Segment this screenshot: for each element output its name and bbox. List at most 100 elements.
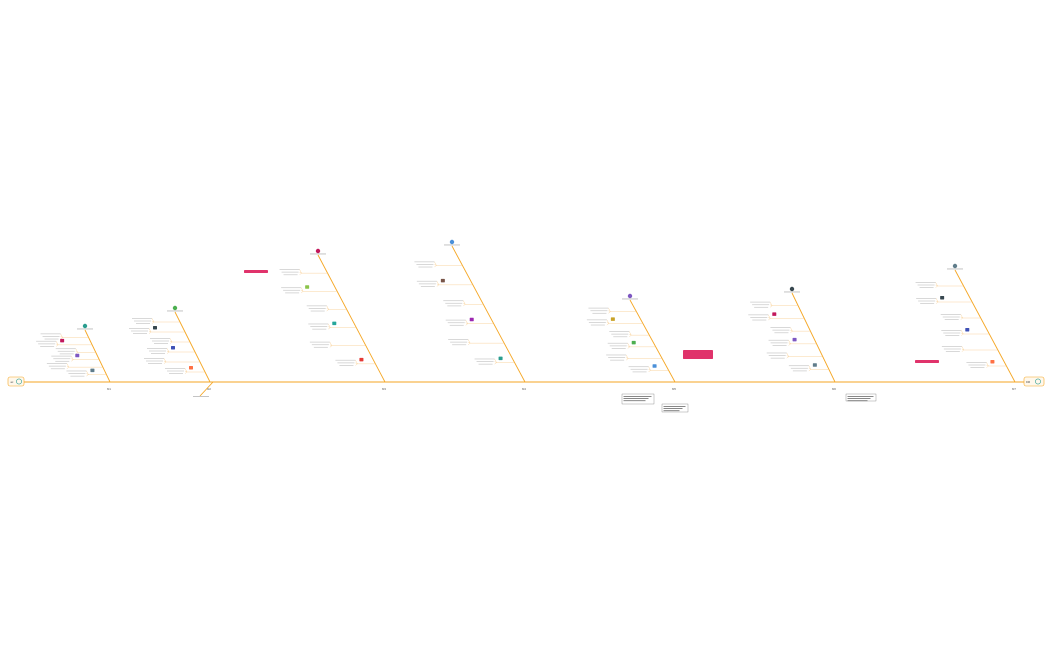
branch-title-bar[interactable] (784, 291, 800, 293)
node-label-bar[interactable] (283, 289, 301, 291)
node-label-bar[interactable] (151, 353, 165, 354)
node-label-bar[interactable] (165, 368, 185, 369)
node-label-bar[interactable] (941, 346, 962, 347)
node-label-bar[interactable] (51, 355, 72, 357)
node-label-bar[interactable] (774, 332, 789, 334)
node-label-bar[interactable] (448, 339, 469, 340)
note-box[interactable] (845, 393, 877, 402)
node-label-bar[interactable] (590, 310, 608, 312)
node-label-bar[interactable] (309, 341, 330, 343)
node-label-bar[interactable] (281, 271, 299, 273)
node-label-bar[interactable] (150, 338, 170, 339)
highlight-callout[interactable] (915, 360, 939, 363)
node-label-bar[interactable] (474, 358, 495, 360)
node-label-bar[interactable] (450, 341, 468, 343)
node-label-bar[interactable] (285, 292, 300, 294)
node-label-bar[interactable] (152, 340, 169, 342)
node-label-bar[interactable] (754, 306, 769, 308)
node-label-bar[interactable] (772, 329, 790, 331)
node-label-bar[interactable] (611, 333, 629, 335)
node-label-bar[interactable] (918, 300, 936, 302)
branch-title-bar[interactable] (77, 328, 93, 330)
node-label-bar[interactable] (169, 373, 183, 374)
node-label-bar[interactable] (40, 346, 55, 347)
node-label-bar[interactable] (416, 280, 437, 282)
branch-title-bar[interactable] (310, 253, 326, 255)
node-label-bar[interactable] (193, 396, 209, 397)
node-label-bar[interactable] (308, 308, 326, 309)
node-label-bar[interactable] (306, 305, 327, 307)
node-label-bar[interactable] (66, 370, 87, 372)
node-label-bar[interactable] (609, 331, 630, 332)
highlight-callout[interactable] (244, 270, 268, 273)
node-label-bar[interactable] (788, 365, 809, 367)
node-label-bar[interactable] (748, 314, 769, 316)
node-label-bar[interactable] (36, 340, 57, 342)
node-label-bar[interactable] (55, 360, 70, 362)
node-label-bar[interactable] (917, 284, 935, 286)
node-label-bar[interactable] (920, 303, 935, 304)
node-label-bar[interactable] (609, 345, 627, 347)
note-box[interactable] (621, 393, 655, 405)
highlight-callout[interactable] (683, 350, 713, 359)
node-label-bar[interactable] (339, 365, 354, 366)
node-label-bar[interactable] (48, 365, 66, 367)
node-label-bar[interactable] (146, 360, 163, 362)
node-label-bar[interactable] (768, 339, 789, 341)
branch-title-bar[interactable] (947, 268, 963, 270)
node-label-bar[interactable] (129, 328, 149, 329)
node-label-bar[interactable] (53, 358, 71, 360)
node-label-bar[interactable] (38, 343, 56, 345)
node-label-bar[interactable] (310, 326, 328, 327)
node-label-bar[interactable] (919, 287, 934, 288)
note-box[interactable] (661, 403, 689, 413)
node-label-bar[interactable] (607, 342, 628, 344)
node-label-bar[interactable] (752, 319, 767, 321)
node-label-bar[interactable] (630, 368, 648, 370)
node-label-bar[interactable] (590, 324, 605, 326)
node-label-bar[interactable] (611, 348, 626, 349)
node-label-bar[interactable] (443, 300, 464, 302)
branch-title-bar[interactable] (444, 244, 460, 246)
node-label-bar[interactable] (418, 266, 433, 268)
node-label-bar[interactable] (945, 335, 960, 336)
node-label-bar[interactable] (588, 307, 609, 309)
node-label-bar[interactable] (942, 316, 960, 318)
node-label-bar[interactable] (941, 330, 962, 331)
node-label-bar[interactable] (916, 298, 937, 299)
node-label-bar[interactable] (133, 333, 147, 334)
node-label-bar[interactable] (308, 323, 329, 325)
node-label-bar[interactable] (750, 301, 771, 303)
node-label-bar[interactable] (44, 338, 59, 340)
node-label-bar[interactable] (42, 336, 60, 337)
node-label-bar[interactable] (478, 363, 493, 365)
node-label-bar[interactable] (136, 323, 150, 324)
node-label-bar[interactable] (792, 370, 807, 372)
node-label-bar[interactable] (592, 312, 607, 314)
node-label-bar[interactable] (312, 328, 327, 330)
node-label-bar[interactable] (420, 286, 435, 287)
node-label-bar[interactable] (134, 320, 151, 322)
node-label-bar[interactable] (608, 357, 626, 358)
node-label-bar[interactable] (970, 367, 985, 368)
node-label-bar[interactable] (966, 362, 987, 363)
node-label-bar[interactable] (943, 332, 961, 334)
node-label-bar[interactable] (337, 362, 355, 364)
node-label-bar[interactable] (606, 354, 627, 356)
node-label-bar[interactable] (418, 283, 436, 285)
node-label-bar[interactable] (940, 314, 961, 315)
node-label-bar[interactable] (750, 317, 768, 318)
node-label-bar[interactable] (148, 363, 162, 364)
node-label-bar[interactable] (149, 350, 166, 352)
node-label-bar[interactable] (944, 319, 959, 320)
node-label-bar[interactable] (68, 373, 86, 374)
node-label-bar[interactable] (770, 327, 791, 328)
node-label-bar[interactable] (311, 344, 329, 346)
node-label-bar[interactable] (943, 348, 961, 350)
branch-title-bar[interactable] (622, 298, 638, 300)
node-label-bar[interactable] (313, 346, 328, 348)
node-label-bar[interactable] (59, 353, 74, 355)
node-label-bar[interactable] (416, 264, 434, 265)
node-label-bar[interactable] (452, 344, 467, 346)
node-label-bar[interactable] (46, 363, 67, 364)
